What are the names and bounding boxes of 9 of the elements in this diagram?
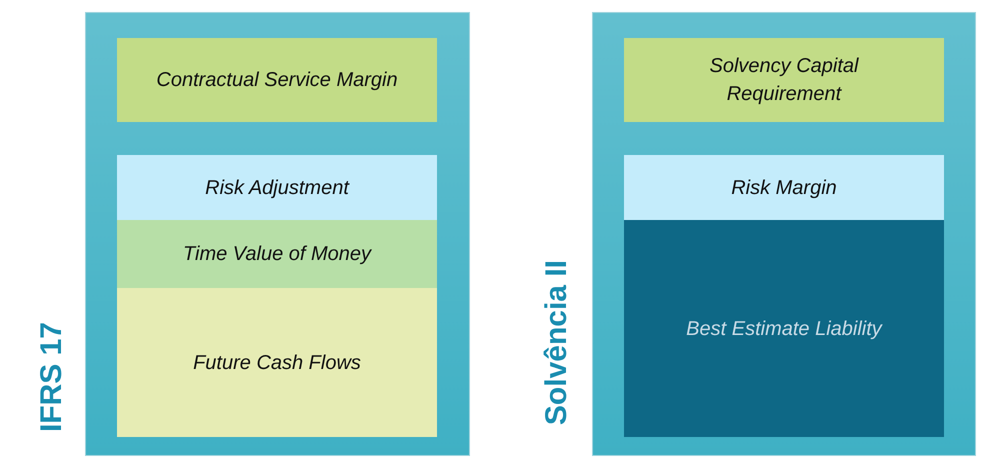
layer-block: Future Cash Flows (117, 288, 437, 437)
layer-block: Risk Margin (624, 155, 944, 220)
vertical-heading: IFRS 17 (35, 322, 69, 432)
layer-block: Time Value of Money (117, 220, 437, 288)
layer-block: Contractual Service Margin (117, 38, 437, 122)
vertical-heading: Solvência II (540, 260, 574, 426)
layer-block: Risk Adjustment (117, 155, 437, 220)
layer-block: Solvency Capital Requirement (624, 38, 944, 122)
layer-block: Best Estimate Liability (624, 220, 944, 437)
